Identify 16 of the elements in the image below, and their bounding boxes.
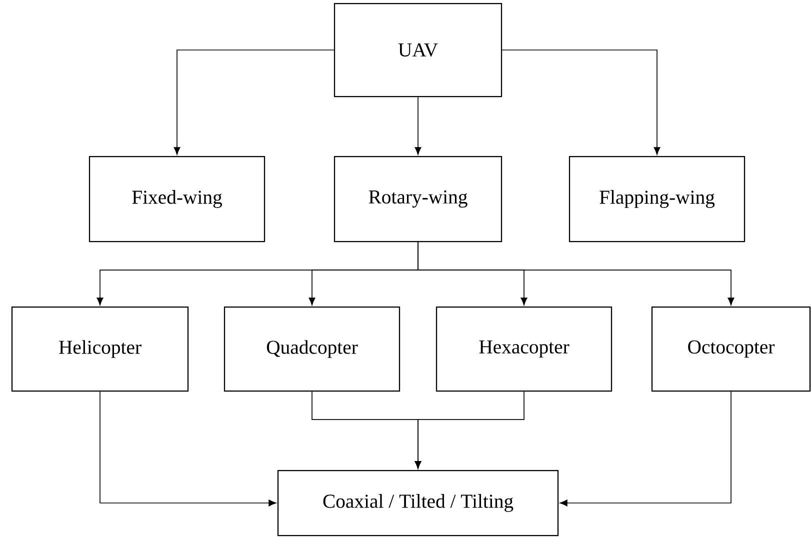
arrow	[502, 50, 660, 155]
category-box: Quadcopter	[224, 306, 400, 392]
category-box: Fixed-wing	[88, 156, 266, 242]
arrow	[174, 50, 334, 155]
arrow	[414, 391, 524, 469]
category-box: Coaxial / Tilted / Tilting	[277, 470, 559, 536]
arrow	[418, 242, 734, 306]
category-box: Hexacopter	[436, 306, 612, 392]
arrow	[100, 391, 276, 506]
category-box: UAV	[334, 2, 502, 98]
category-box: Helicopter	[11, 306, 189, 392]
category-box: Octocopter	[651, 306, 811, 392]
category-box: Flapping-wing	[568, 156, 746, 242]
arrow	[560, 391, 732, 506]
arrow	[414, 96, 422, 155]
category-box: Rotary-wing	[334, 156, 502, 242]
